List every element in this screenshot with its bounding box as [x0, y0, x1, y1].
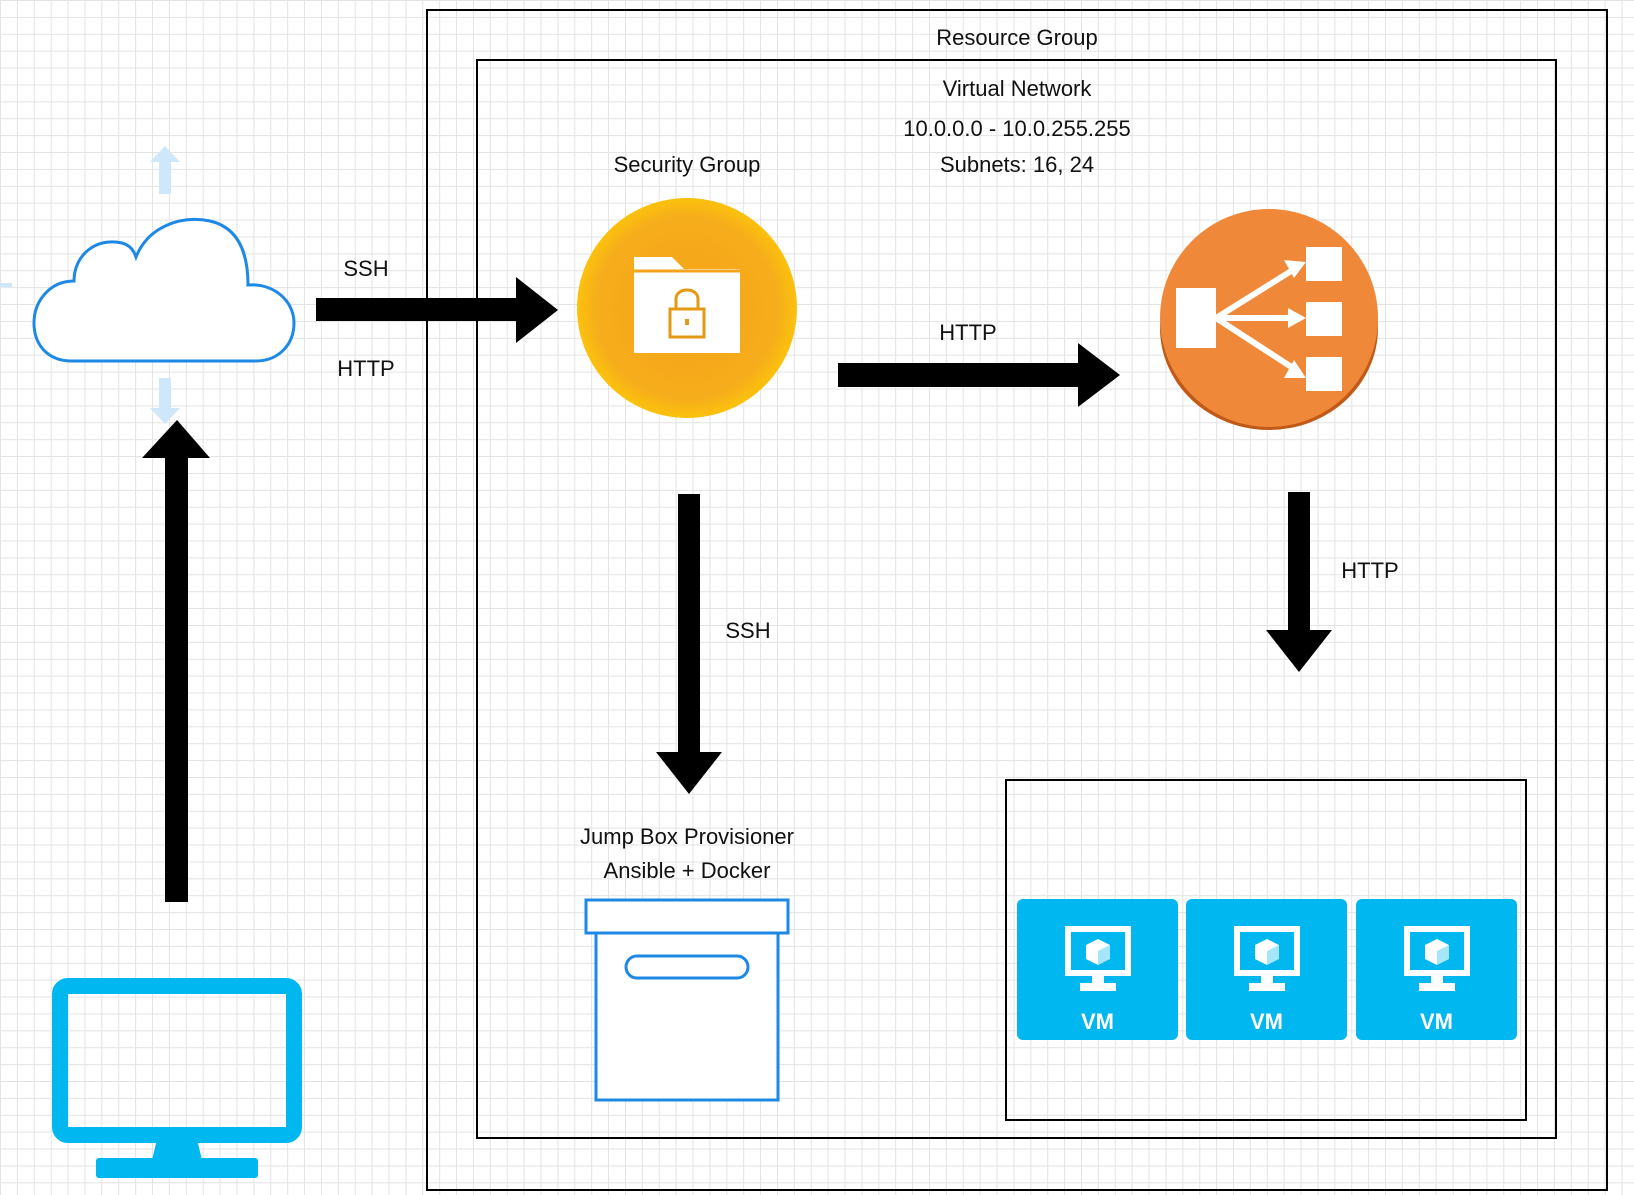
ip-range-label: 10.0.0.0 - 10.0.255.255: [903, 116, 1131, 141]
security-group-to-jumpbox-arrow: [656, 494, 722, 794]
monitor-icon: [52, 978, 302, 1178]
http-edge-label-bottom: HTTP: [337, 356, 395, 381]
http-edge-label-vms: HTTP: [1341, 558, 1399, 583]
jumpbox-label-line2: Ansible + Docker: [603, 858, 771, 883]
resource-group-container: [426, 9, 1608, 1191]
virtual-network-container: [476, 59, 1557, 1139]
ssh-edge-label-jumpbox: SSH: [725, 618, 771, 643]
vm-tile: VM: [1356, 899, 1517, 1040]
ssh-edge-label-top: SSH: [343, 256, 389, 281]
vm-group-container: [1005, 779, 1527, 1121]
load-balancer-icon: [1160, 209, 1378, 430]
monitor-to-cloud-arrow: [142, 420, 210, 902]
vm-monitor-icon: [1234, 926, 1300, 991]
faint-up-arrow-icon: [150, 146, 180, 194]
jumpbox-label-line1: Jump Box Provisioner: [580, 824, 794, 849]
box-icon: [584, 898, 790, 1102]
faint-down-arrow-icon: [150, 378, 180, 424]
cloud-to-security-group-arrow: [316, 277, 558, 343]
vm-tile: VM: [1017, 899, 1178, 1040]
lock-folder-icon: [577, 198, 797, 418]
cloud-icon: [32, 218, 296, 363]
vm-tile: VM: [1186, 899, 1347, 1040]
vm-label: VM: [1081, 1009, 1114, 1034]
vm-label: VM: [1420, 1009, 1453, 1034]
resource-group-label: Resource Group: [936, 25, 1098, 50]
http-edge-label-sg-lb: HTTP: [939, 320, 997, 345]
security-group-to-load-balancer-arrow: [838, 343, 1120, 407]
faint-side-mark-icon: [0, 283, 12, 287]
security-group-label: Security Group: [613, 152, 761, 177]
virtual-network-label: Virtual Network: [942, 76, 1092, 101]
load-balancer-to-vms-arrow: [1266, 492, 1332, 672]
subnets-label: Subnets: 16, 24: [939, 152, 1095, 177]
vm-label: VM: [1250, 1009, 1283, 1034]
vm-monitor-icon: [1404, 926, 1470, 991]
vm-monitor-icon: [1065, 926, 1131, 991]
